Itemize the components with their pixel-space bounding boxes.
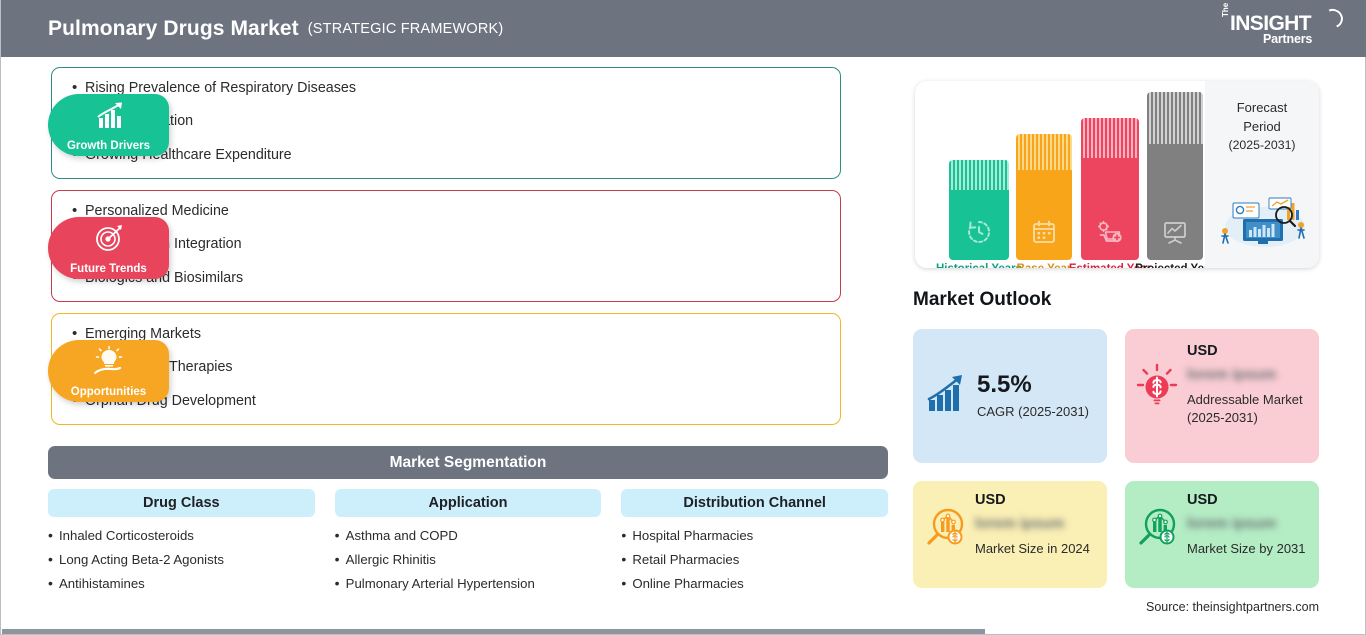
badge-label: Future Trends [70, 262, 147, 275]
outlook-card-cagr[interactable]: 5.5% CAGR (2025-2031) [913, 329, 1107, 463]
badge-label: Growth Drivers [66, 139, 151, 152]
section-box-opportunities: Emerging Markets Combination Therapies O… [51, 313, 841, 425]
list-item: Long Acting Beta-2 Agonists [48, 552, 315, 566]
forecast-period-line1: Forecast [1236, 100, 1288, 115]
section-box-future-trends: Personalized Medicine Digital Health Int… [51, 190, 841, 302]
magnifier-chart-dollar-icon [1135, 505, 1181, 556]
segmentation-column-drug-class: Drug Class Inhaled Corticosteroids Long … [48, 489, 315, 602]
column-list: Inhaled Corticosteroids Long Acting Beta… [48, 528, 315, 591]
badge-label: Opportunities [70, 385, 147, 398]
bullet-list-opportunities: Emerging Markets Combination Therapies O… [52, 314, 840, 421]
list-item: Growing Healthcare Expenditure [72, 147, 840, 162]
list-item: Orphan Drug Development [72, 393, 840, 408]
forecast-bar-base: 2024 [1016, 134, 1072, 268]
badge-future-trends[interactable]: Future Trends [48, 217, 169, 279]
analytics-illustration-icon [1213, 193, 1311, 254]
lightbulb-hand-icon [89, 345, 129, 381]
logo-swoosh-icon [1320, 5, 1346, 32]
list-item: Rising Prevalence of Respiratory Disease… [72, 80, 840, 95]
magnifier-chart-dollar-icon [923, 505, 969, 556]
forecast-bars-area: 2021-2023 [915, 81, 1215, 268]
list-item: Online Pharmacies [621, 576, 888, 590]
market-segmentation-columns: Drug Class Inhaled Corticosteroids Long … [48, 489, 889, 602]
list-item: Antihistamines [48, 576, 315, 590]
segmentation-column-distribution-channel: Distribution Channel Hospital Pharmacies… [621, 489, 889, 602]
insight-partners-logo: The INSIGHT Partners [1219, 3, 1349, 50]
clock-history-icon [966, 219, 992, 250]
usd-label: USD [975, 492, 1006, 508]
page-subtitle: (STRATEGIC FRAMEWORK) [307, 20, 504, 37]
list-item: Aging Population [72, 113, 840, 128]
bullet-list-growth-drivers: Rising Prevalence of Respiratory Disease… [52, 68, 840, 175]
forecast-period-text: Forecast Period (2025-2031) [1205, 99, 1319, 155]
cagr-label: CAGR (2025-2031) [977, 404, 1089, 419]
list-item: Hospital Pharmacies [621, 528, 888, 542]
list-item: Inhaled Corticosteroids [48, 528, 315, 542]
outlook-card-market-size-2024[interactable]: USD lorem ipsum Market Size in 2024 [913, 481, 1107, 588]
logo-the-text: The [1221, 2, 1230, 17]
bar-caption: Base Year [999, 263, 1089, 268]
page-header: Pulmonary Drugs Market (STRATEGIC FRAMEW… [1, 0, 1366, 57]
bar-caption: Historical Years [934, 263, 1024, 268]
forecast-period-panel: Forecast Period (2025-2031) [1205, 81, 1319, 268]
list-item: Emerging Markets [72, 326, 840, 341]
cagr-value: 5.5% [977, 371, 1032, 398]
list-item: Personalized Medicine [72, 203, 840, 218]
page-title: Pulmonary Drugs Market [48, 16, 299, 40]
bar-caption: Estimated Year [1065, 263, 1155, 268]
column-header: Application [334, 489, 602, 517]
column-header: Drug Class [48, 489, 315, 517]
column-header: Distribution Channel [621, 489, 889, 517]
market-segmentation-header: Market Segmentation [48, 446, 888, 479]
bar-chart-arrow-icon [925, 373, 969, 420]
list-item: Biologics and Biosimilars [72, 270, 840, 285]
logo-partners-text: Partners [1263, 32, 1313, 46]
column-list: Asthma and COPD Allergic Rhinitis Pulmon… [335, 528, 602, 591]
forecast-bar-estimated: 2025 [1069, 118, 1151, 268]
horizontal-scrollbar[interactable] [2, 629, 985, 634]
market-outlook-title: Market Outlook [913, 289, 1052, 310]
lightbulb-dollar-icon [1135, 361, 1179, 414]
usd-caption: Market Size by 2031 [1187, 541, 1306, 556]
forecast-cart-icon [1097, 219, 1124, 250]
forecast-bar-projected: 2031 Pro [1135, 92, 1215, 268]
list-item: Pulmonary Arterial Hypertension [335, 576, 602, 590]
forecast-period-card: 2021-2023 [915, 81, 1319, 268]
bar-caption: Projected Year [1130, 263, 1220, 268]
badge-opportunities[interactable]: Opportunities [48, 340, 169, 402]
usd-value-blurred: lorem ipsum [1187, 366, 1277, 383]
bullet-list-future-trends: Personalized Medicine Digital Health Int… [52, 191, 840, 298]
usd-value-blurred: lorem ipsum [1187, 515, 1277, 532]
column-list: Hospital Pharmacies Retail Pharmacies On… [621, 528, 888, 591]
source-attribution: Source: theinsightpartners.com [1145, 600, 1319, 614]
usd-label: USD [1187, 492, 1218, 508]
usd-caption: Market Size in 2024 [975, 541, 1090, 556]
market-segmentation-title: Market Segmentation [389, 453, 547, 471]
outlook-card-market-size-2031[interactable]: USD lorem ipsum Market Size by 2031 [1125, 481, 1319, 588]
forecast-period-line2: Period [1243, 118, 1281, 134]
list-item: Combination Therapies [72, 359, 840, 374]
forecast-bar-historical: 2021-2023 [936, 160, 1022, 268]
list-item: Retail Pharmacies [621, 552, 888, 566]
bar-chart-growth-icon [89, 100, 129, 135]
usd-value-blurred: lorem ipsum [975, 515, 1065, 532]
projection-screen-icon [1162, 219, 1188, 250]
outlook-card-addressable-market[interactable]: USD lorem ipsum Addressable Market (2025… [1125, 329, 1319, 463]
section-box-growth-drivers: Rising Prevalence of Respiratory Disease… [51, 67, 841, 179]
target-dart-icon [89, 223, 129, 258]
list-item: Asthma and COPD [335, 528, 602, 542]
list-item: Allergic Rhinitis [335, 552, 602, 566]
segmentation-column-application: Application Asthma and COPD Allergic Rhi… [334, 489, 602, 602]
forecast-period-range: (2025-2031) [1228, 137, 1296, 152]
usd-label: USD [1187, 343, 1218, 359]
usd-caption: Addressable Market (2025-2031) [1187, 392, 1303, 425]
list-item: Digital Health Integration [72, 236, 840, 251]
calendar-icon [1031, 219, 1057, 250]
logo-insight-text: INSIGHT [1230, 12, 1312, 35]
badge-growth-drivers[interactable]: Growth Drivers [48, 94, 169, 156]
